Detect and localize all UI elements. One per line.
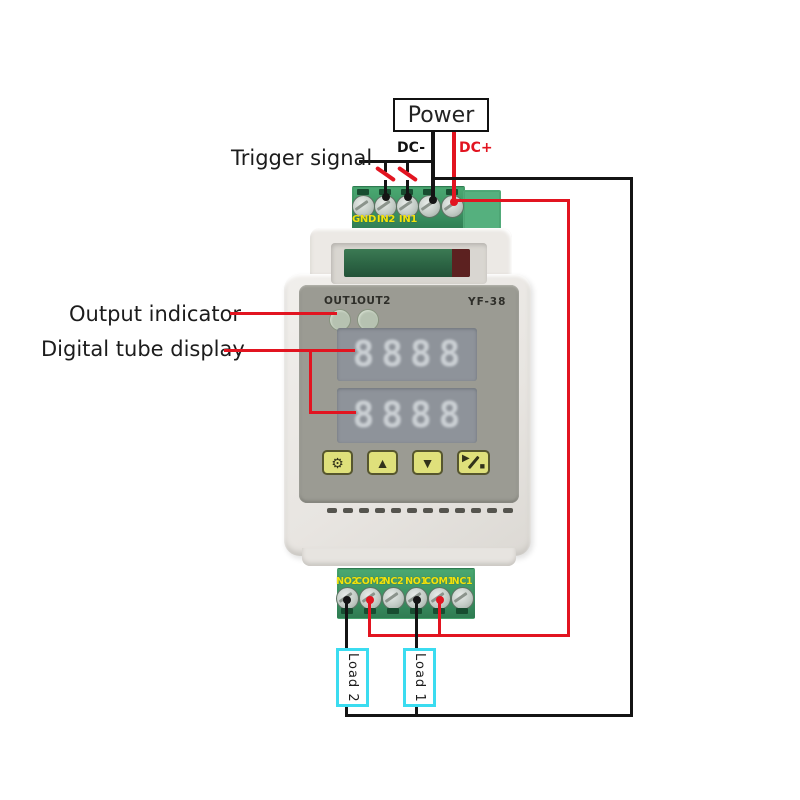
wire-load1-to-bottom xyxy=(415,700,418,716)
wire-load2-to-bottom xyxy=(345,700,348,716)
trigger-signal-label: Trigger signal xyxy=(231,146,373,170)
wire-dc-plus-lead xyxy=(452,130,456,204)
terminal-label-in2: IN2 xyxy=(376,214,396,225)
vent-slot xyxy=(359,508,369,513)
terminal-label-no1: NO1 xyxy=(405,576,427,587)
vent-slot xyxy=(391,508,401,513)
terminal-label-gnd: GND xyxy=(352,214,376,225)
wire-end xyxy=(404,193,412,201)
device-bottom-cap xyxy=(302,548,516,566)
load1-label: Load 1 xyxy=(412,652,427,703)
top-terminal-block-extension xyxy=(463,190,501,232)
wire-end xyxy=(429,196,437,204)
vent-slot xyxy=(439,508,449,513)
terminal-label-nc2: NC2 xyxy=(382,576,404,587)
device-top-connector-recess xyxy=(331,243,487,284)
wire-end xyxy=(366,596,374,604)
out2-label: OUT2 xyxy=(357,295,391,307)
up-button[interactable]: ▲ xyxy=(367,450,398,475)
wire-black-right-run xyxy=(630,177,633,717)
wire-no1-to-load1 xyxy=(415,600,418,648)
vent-slot xyxy=(407,508,417,513)
terminal-label-nc1: NC1 xyxy=(451,576,473,587)
terminal-label-com1: COM1 xyxy=(424,576,454,587)
model-label: YF-38 xyxy=(468,296,507,308)
terminal-label-com2: COM2 xyxy=(355,576,385,587)
dc-plus-label: DC+ xyxy=(459,140,493,156)
load1-box: Load 1 xyxy=(403,648,436,707)
out1-label: OUT1 xyxy=(324,295,358,307)
terminal-slot xyxy=(456,608,468,614)
terminal-label-no2: NO2 xyxy=(336,576,358,587)
wire-end xyxy=(343,596,351,604)
display-digits: 8888 xyxy=(352,334,468,375)
digital-display-row1: 8888 xyxy=(337,328,477,381)
stop-icon: ■ xyxy=(479,461,485,471)
up-arrow-icon: ▲ xyxy=(375,454,390,471)
digital-tube-pointer-line-1 xyxy=(224,349,355,352)
terminal-slot xyxy=(387,608,399,614)
vent-slot xyxy=(375,508,385,513)
connector-window-detail xyxy=(452,249,470,277)
digital-display-row2: 8888 xyxy=(337,388,477,443)
vent-slot xyxy=(343,508,353,513)
vent-slot xyxy=(503,508,513,513)
load2-label: Load 2 xyxy=(345,652,360,703)
wire-trigger-in2-lower xyxy=(384,180,387,197)
wire-red-top-branch xyxy=(454,199,570,202)
gear-icon: ⚙ xyxy=(331,454,344,471)
wire-black-bottom-run xyxy=(345,714,633,717)
wire-no2-to-load2 xyxy=(345,600,348,648)
wire-end xyxy=(450,198,458,206)
wire-red-right-run xyxy=(567,199,570,637)
play-icon: ▶ xyxy=(462,453,470,464)
vent-slot xyxy=(455,508,465,513)
terminal-screw-nc2 xyxy=(382,587,405,610)
digital-tube-label: Digital tube display xyxy=(41,337,245,361)
load2-box: Load 2 xyxy=(336,648,369,707)
wire-end xyxy=(413,596,421,604)
output-indicator-pointer-line xyxy=(230,312,337,315)
wire-end xyxy=(436,596,444,604)
output-indicator-label: Output indicator xyxy=(69,302,242,326)
digital-tube-pointer-line-2 xyxy=(309,411,356,414)
wire-com1-drop xyxy=(438,600,441,636)
vent-slot xyxy=(423,508,433,513)
wire-dc-minus-lead xyxy=(431,130,435,202)
start-stop-button[interactable]: ▶ ■ xyxy=(457,450,490,475)
digital-tube-pointer-vertical xyxy=(309,349,312,414)
dc-minus-label: DC- xyxy=(397,140,426,156)
vent-slot xyxy=(471,508,481,513)
power-label: Power xyxy=(407,102,475,128)
power-supply-box: Power xyxy=(393,98,489,132)
wire-end xyxy=(382,193,390,201)
terminal-slot xyxy=(423,189,435,195)
terminal-label-in1: IN1 xyxy=(398,214,418,225)
wire-trigger-in1-lower xyxy=(406,180,409,197)
wire-com2-drop xyxy=(368,600,371,636)
vent-slot xyxy=(327,508,337,513)
wire-trigger-in2-upper xyxy=(384,160,387,172)
down-button[interactable]: ▼ xyxy=(412,450,443,475)
terminal-screw-nc1 xyxy=(451,587,474,610)
device-top-connector-window xyxy=(344,249,470,277)
vent-slot xyxy=(487,508,497,513)
display-digits: 8888 xyxy=(352,395,468,436)
down-arrow-icon: ▼ xyxy=(420,454,435,471)
terminal-slot xyxy=(357,189,369,195)
set-button[interactable]: ⚙ xyxy=(322,450,353,475)
wire-red-bottom-run xyxy=(368,634,570,637)
front-panel: OUT1 OUT2 YF-38 8888 8888 ⚙ ▲ ▼ ▶ ■ xyxy=(299,285,519,503)
wire-trigger-in1-upper xyxy=(406,160,409,172)
wire-black-top-branch xyxy=(431,177,633,180)
wire-trigger-horizontal xyxy=(359,160,434,163)
